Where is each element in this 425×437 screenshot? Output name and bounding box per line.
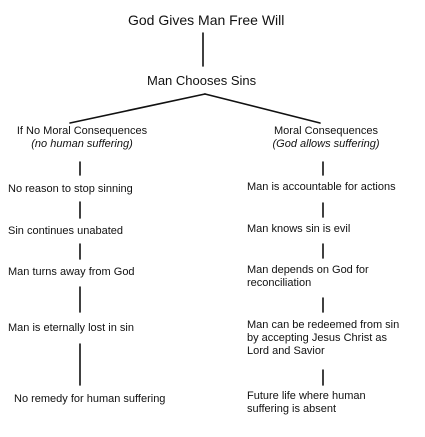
right-step-1: Man is accountable for actions [247,181,396,193]
right-step-3: Man depends on God for reconciliation [247,264,369,290]
right-step-2: Man knows sin is evil [247,223,351,235]
right-step-5-line-2: suffering is absent [247,403,337,416]
right-branch-header: Moral Consequences (God allows suffering… [258,125,394,151]
left-branch-note: (no human suffering) [31,138,133,151]
right-step-4-line-1: Man can be redeemed from sin [247,319,400,331]
right-step-5: Future life where human suffering is abs… [247,390,366,416]
right-step-4: Man can be redeemed from sin by acceptin… [247,319,399,359]
right-step-3-line-1: Man depends on God for [247,264,369,276]
right-step-5-line-1: Future life where human [247,390,366,402]
left-step-4: Man is eternally lost in sin [8,322,134,334]
right-branch-heading: Moral Consequences [274,125,378,137]
right-step-4-line-2: by accepting Jesus Christ as [247,332,388,345]
left-step-3: Man turns away from God [8,266,135,278]
connector-choice-to-right [204,93,321,124]
diagram-title: God Gives Man Free Will [128,12,285,28]
left-step-2: Sin continues unabated [8,225,123,237]
choice-node: Man Chooses Sins [147,73,257,88]
right-step-4-line-3: Lord and Savior [247,345,325,358]
left-branch-heading: If No Moral Consequences [16,125,148,137]
right-branch-note: (God allows suffering) [272,138,380,151]
left-step-1: No reason to stop sinning [8,183,133,195]
left-step-5: No remedy for human suffering [14,393,166,405]
right-step-3-line-2: reconciliation [247,277,312,290]
connector-choice-to-left [69,93,206,124]
left-branch-header: If No Moral Consequences (no human suffe… [12,125,152,151]
